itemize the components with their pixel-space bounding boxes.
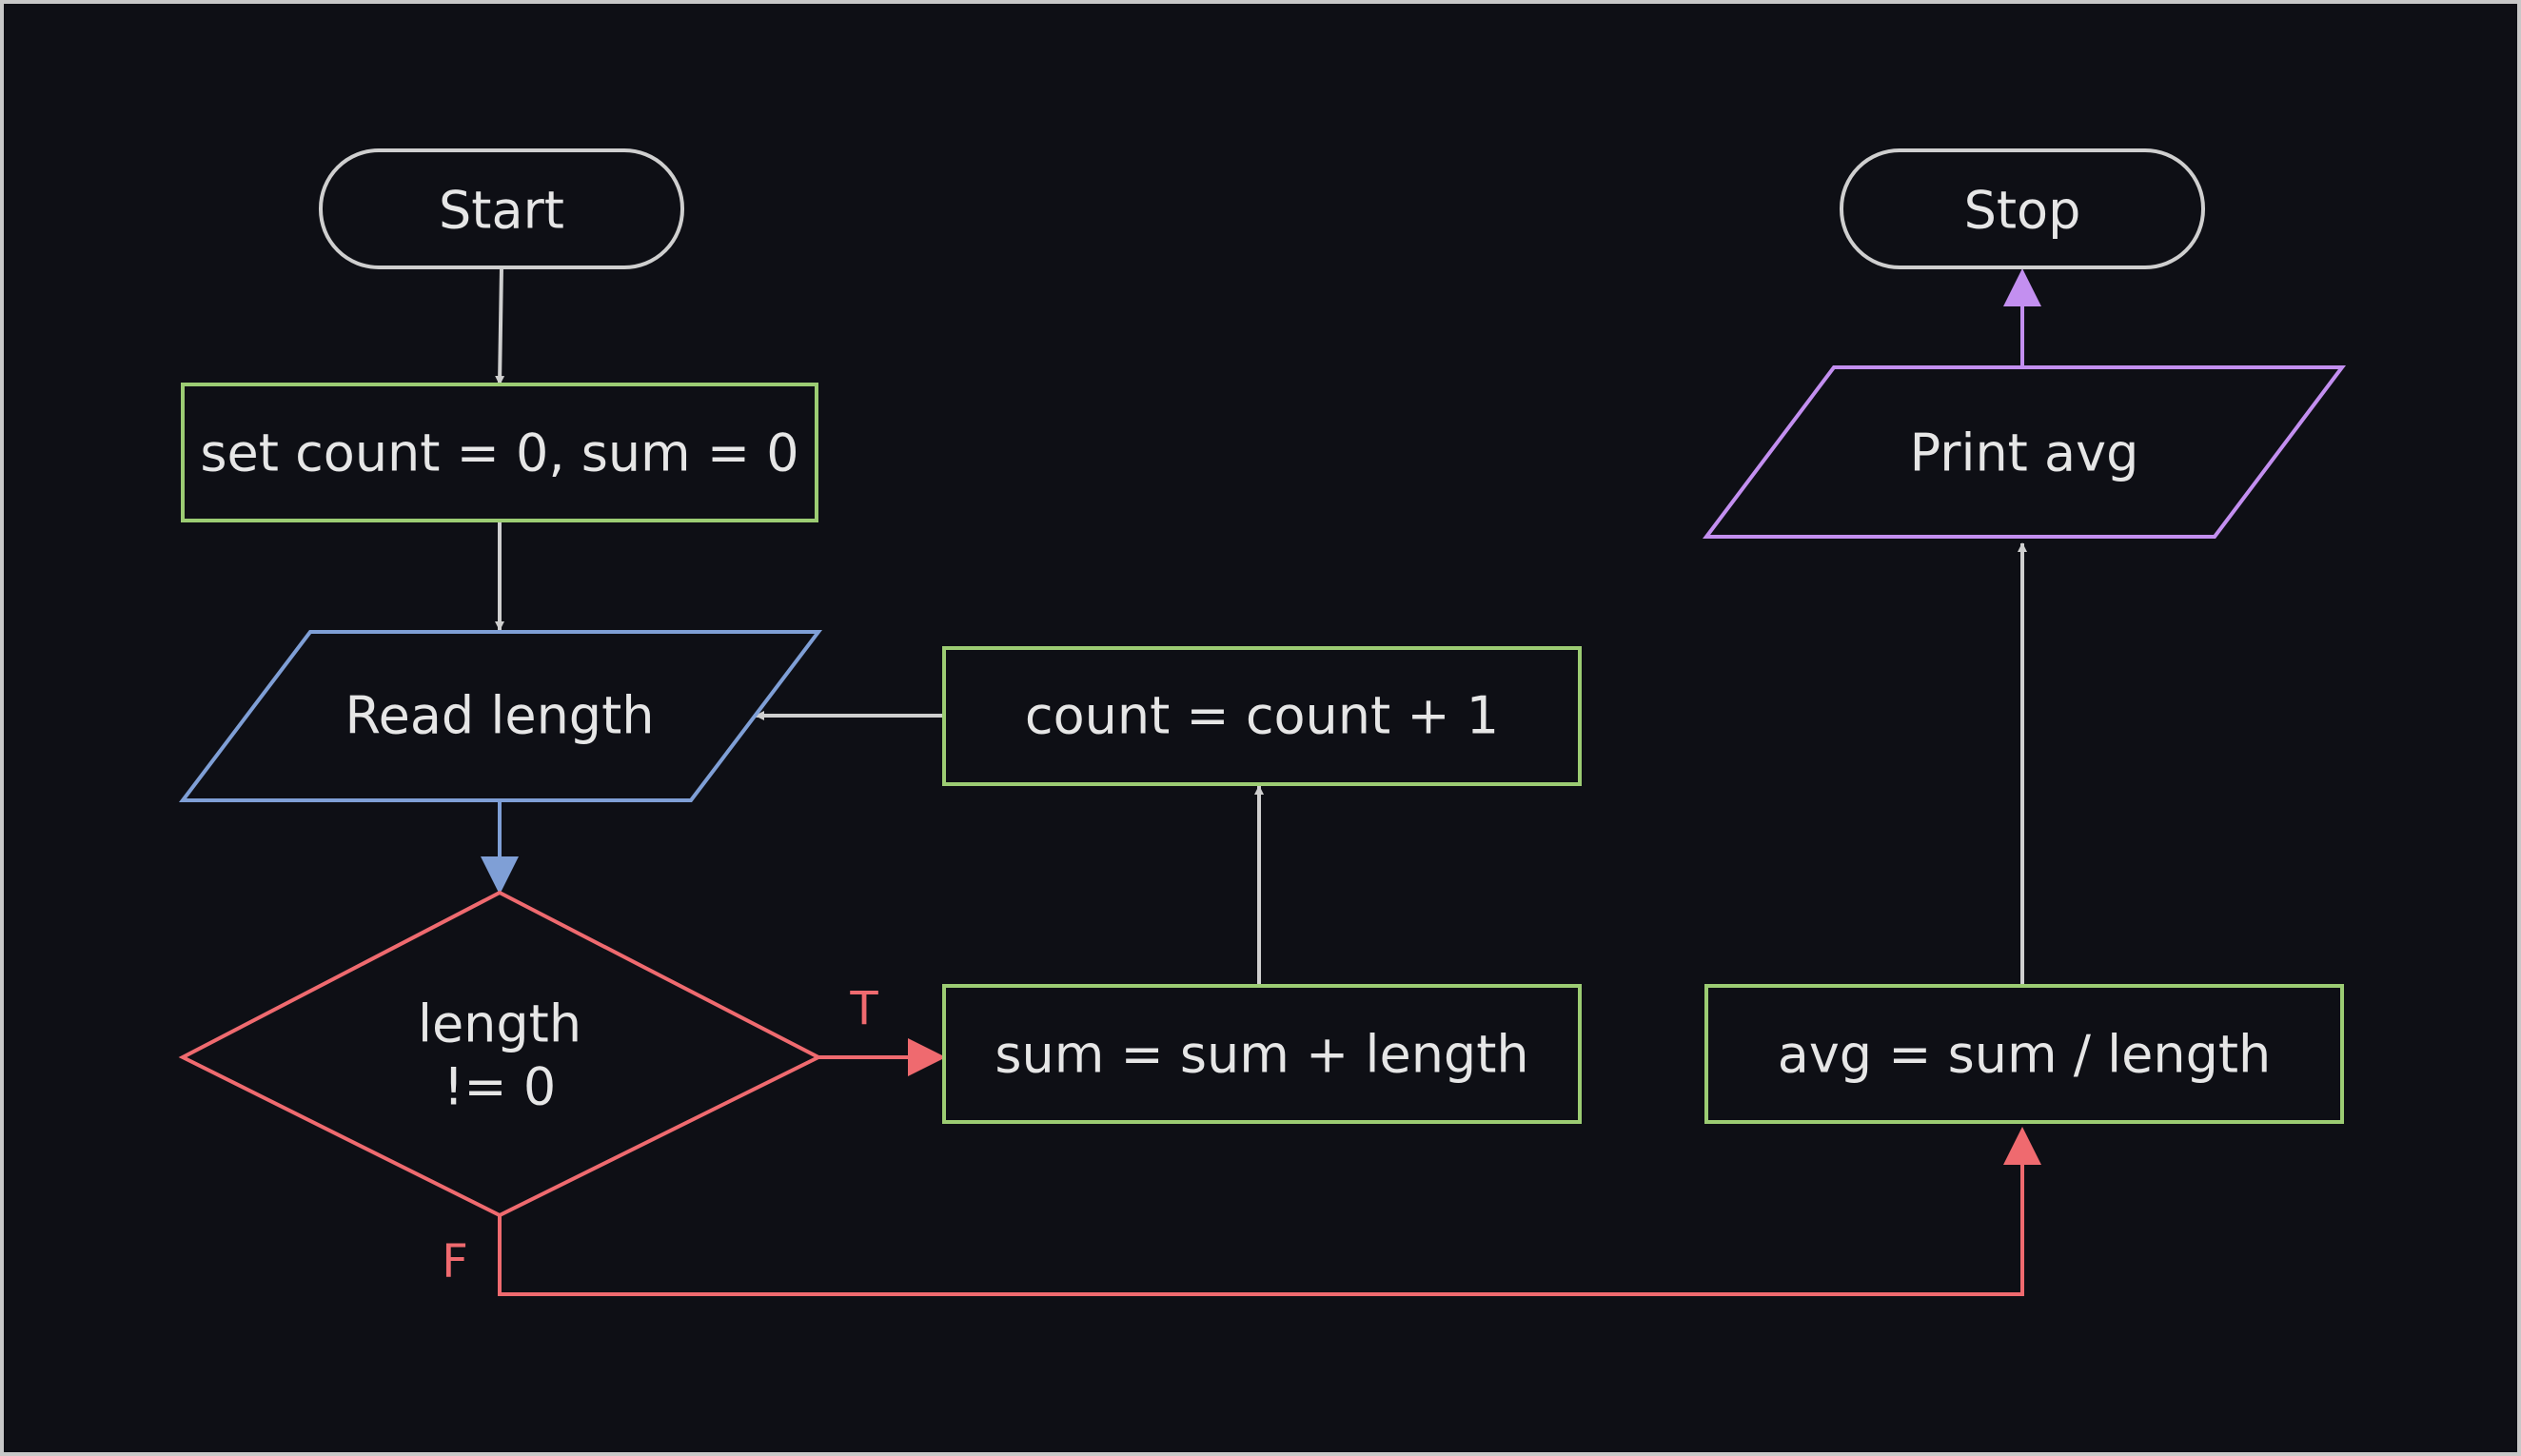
edge-label-true: T: [849, 982, 878, 1035]
node-avg: avg = sum / length: [1704, 984, 2344, 1124]
read-input-shape: [178, 630, 823, 802]
avg-label: avg = sum / length: [1778, 1025, 2272, 1085]
edges: [481, 266, 2041, 1296]
edge-decision-false-to-avg: [498, 1127, 2041, 1296]
sum-label: sum = sum + length: [995, 1025, 1528, 1085]
decision-label-line2: != 0: [443, 1057, 556, 1117]
node-print: Print avg: [1702, 365, 2347, 539]
init-label: set count = 0, sum = 0: [200, 423, 798, 483]
count-label: count = count + 1: [1025, 686, 1499, 746]
node-read: Read length: [178, 630, 823, 802]
decision-diamond-shape: [178, 890, 823, 1218]
node-sum: sum = sum + length: [942, 984, 1582, 1124]
read-label: Read length: [345, 686, 655, 746]
start-label: Start: [439, 181, 564, 241]
avg-process-shape: [1704, 984, 2344, 1124]
print-output-shape: [1702, 365, 2347, 539]
node-start: Start: [319, 148, 684, 269]
stop-terminal-shape: [1840, 148, 2205, 269]
stop-label: Stop: [1964, 181, 2081, 241]
sum-process-shape: [942, 984, 1582, 1124]
start-terminal-shape: [319, 148, 684, 269]
node-stop: Stop: [1840, 148, 2205, 269]
node-count: count = count + 1: [942, 646, 1582, 786]
edge-start-to-init: [495, 266, 505, 385]
node-decision: length != 0: [178, 890, 823, 1218]
flowchart-svg: Start set count = 0, sum = 0 Read length…: [178, 148, 2347, 1296]
edge-label-false: F: [442, 1235, 468, 1289]
node-init: set count = 0, sum = 0: [181, 383, 818, 522]
init-process-shape: [181, 383, 818, 522]
count-process-shape: [942, 646, 1582, 786]
decision-label-line1: length: [418, 994, 581, 1054]
print-label: Print avg: [1910, 423, 2139, 483]
